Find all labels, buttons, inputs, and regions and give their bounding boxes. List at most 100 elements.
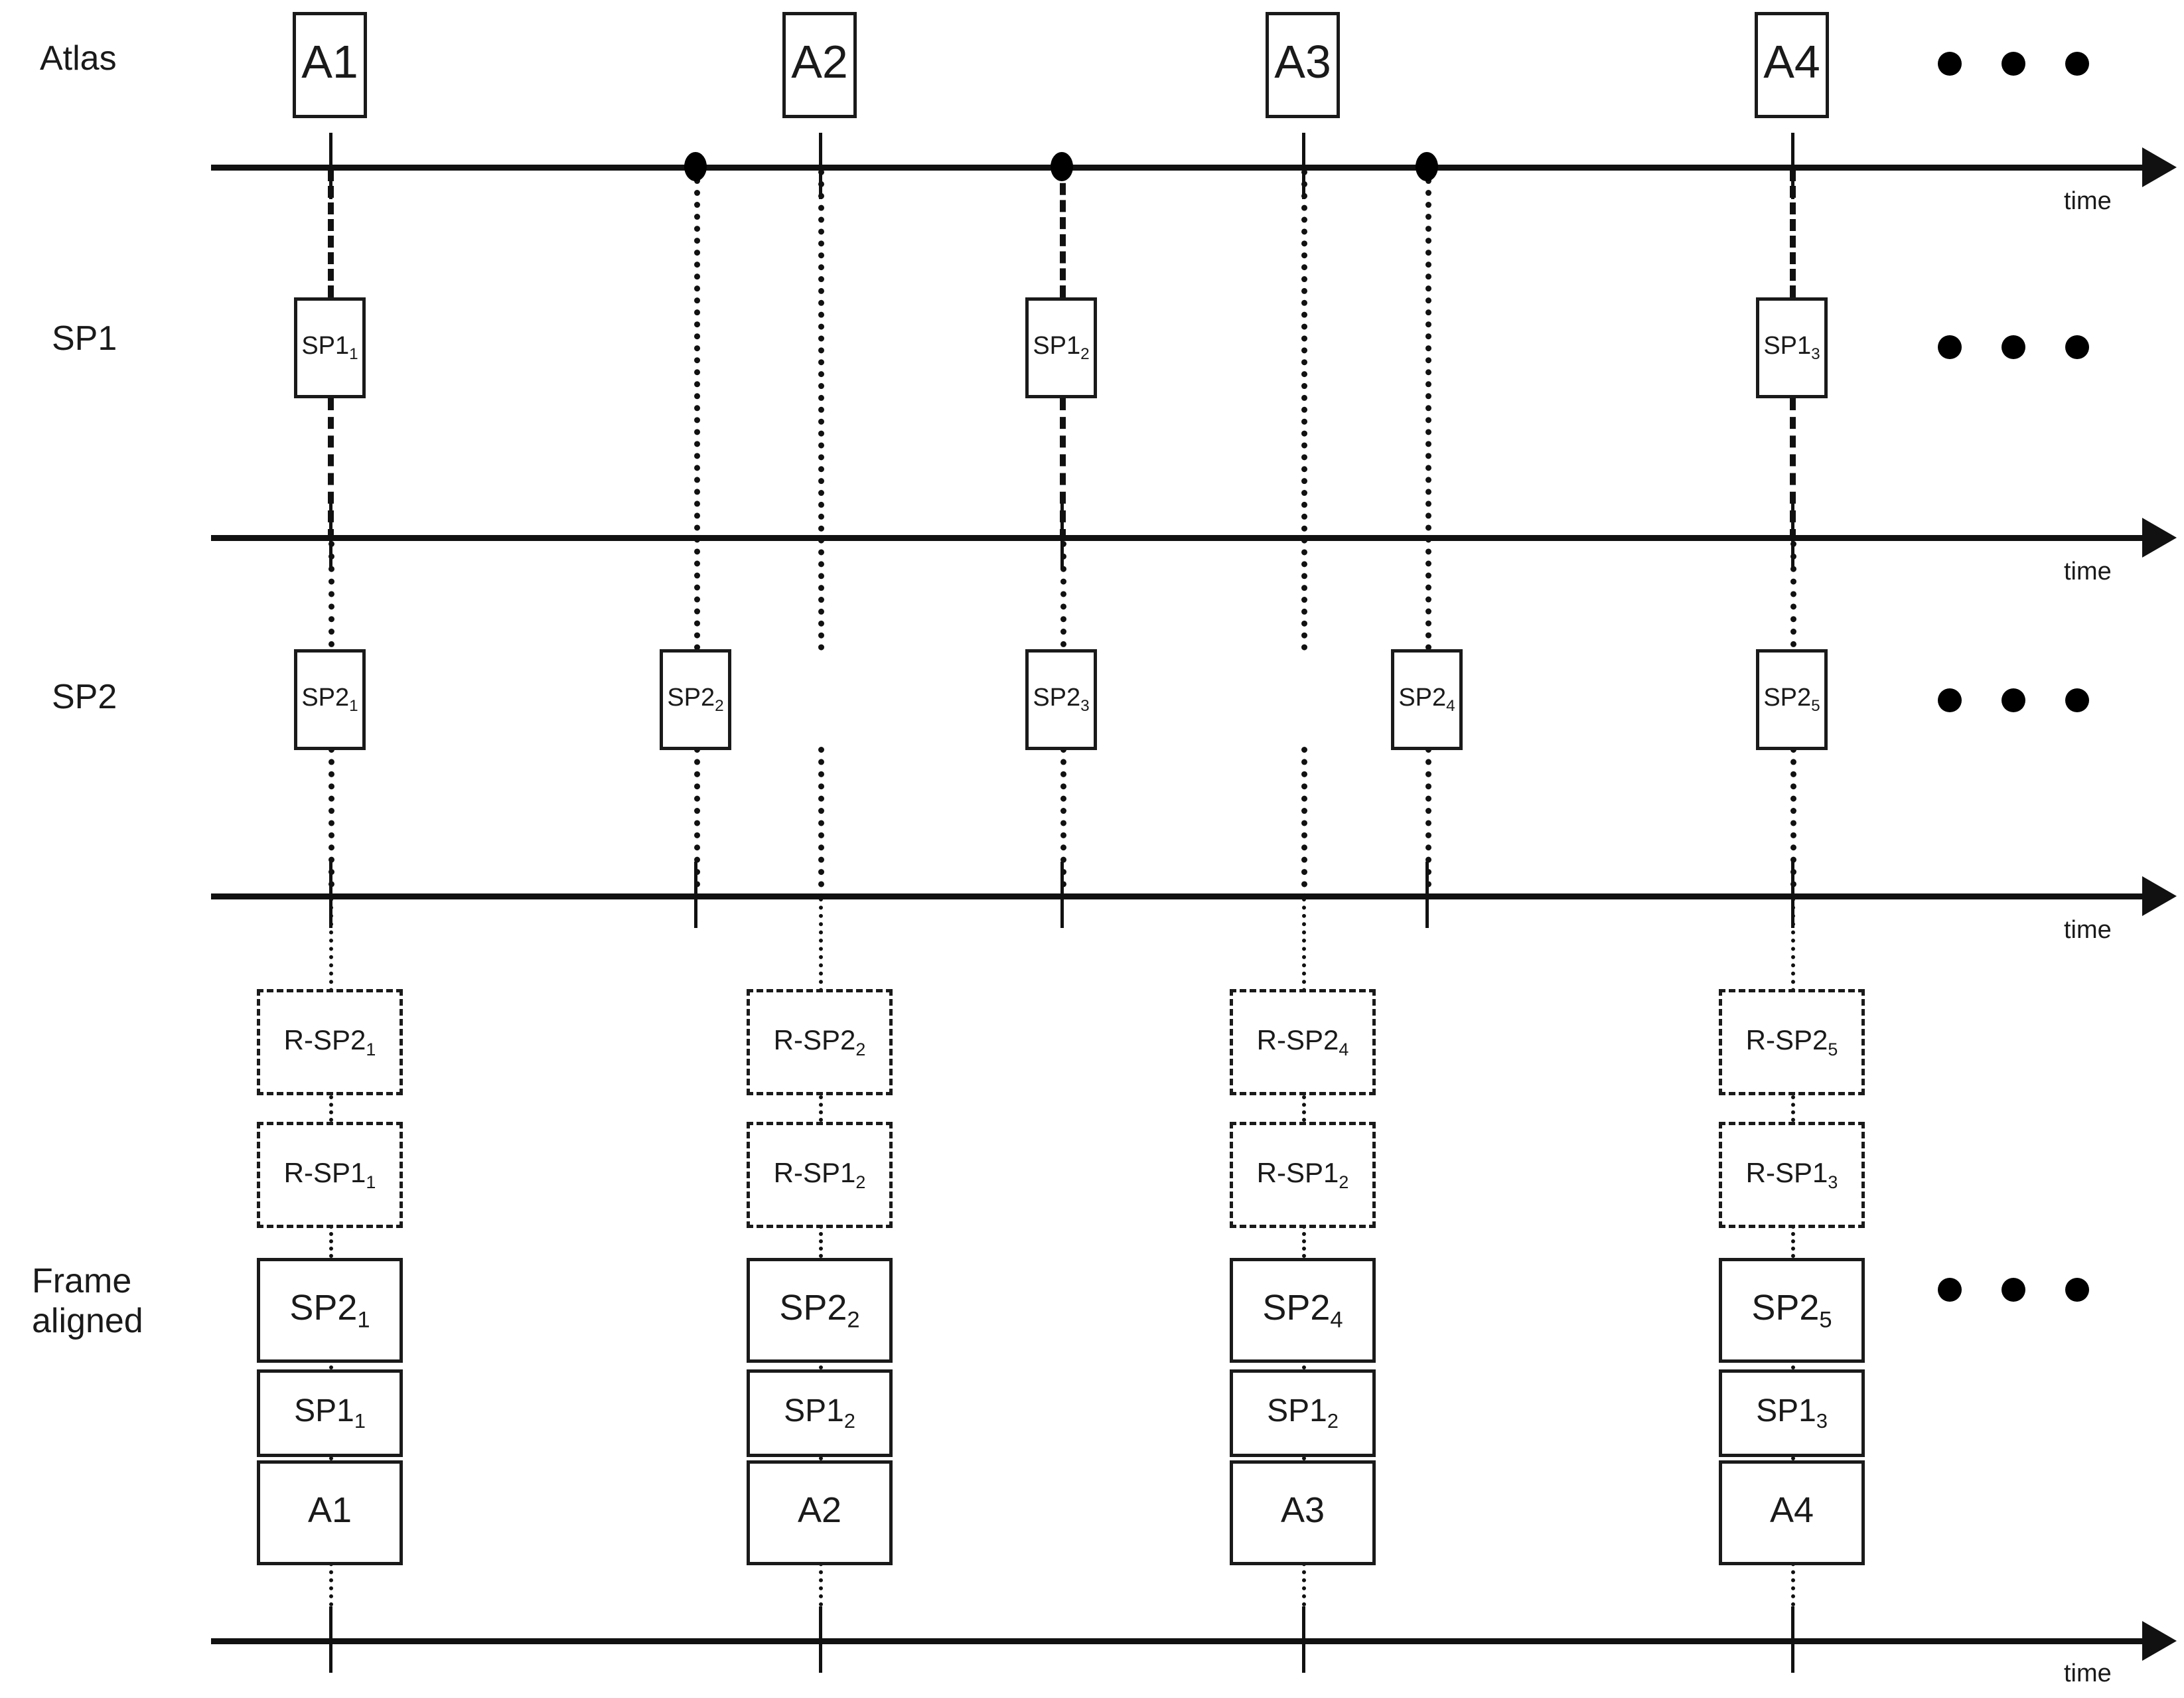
axis-time-label-sp1: time [2064, 558, 2112, 585]
connector-c3-sp2-to-axis [818, 747, 824, 899]
sp2-row-ellipsis [1938, 688, 2089, 712]
connector-c7-sp2axis-to-frame [1791, 897, 1795, 1000]
frame-col4-sp2-label: SP25 [1751, 1288, 1832, 1333]
tick-frame-3 [1302, 1606, 1305, 1673]
ellipsis-dot [2065, 1278, 2089, 1302]
connector-c1-sp1-to-axis [328, 398, 334, 541]
sp2-box-5[interactable]: SP25 [1756, 649, 1828, 750]
atlas-event-dot-3 [1416, 152, 1438, 181]
frame-col3-resampled-sp2-box[interactable]: R-SP24 [1230, 989, 1376, 1095]
connector-c3-sp2axis-to-frame [819, 897, 823, 1000]
frame-col2-sp1-box[interactable]: SP12 [747, 1369, 893, 1457]
axis-atlas [211, 165, 2144, 171]
tick-frame-1 [329, 1606, 332, 1673]
tick-sp1-2 [1060, 503, 1064, 570]
tick-atlas-3 [1302, 133, 1305, 199]
connector-c7-sp2-to-axis [1790, 747, 1796, 899]
sp2-box-3-label: SP23 [1033, 683, 1090, 715]
row-label-frame-aligned: Frame aligned [32, 1262, 143, 1341]
frame-col2-resampled-sp2-label: R-SP22 [773, 1024, 866, 1059]
sp1-box-2-label: SP12 [1033, 331, 1090, 363]
connector-fa3-rsp1-sp2 [1302, 1225, 1306, 1258]
frame-col4-resampled-sp2-box[interactable]: R-SP25 [1719, 989, 1865, 1095]
frame-col1-resampled-sp1-box[interactable]: R-SP11 [257, 1122, 403, 1228]
frame-col3-resampled-sp1-box[interactable]: R-SP12 [1230, 1122, 1376, 1228]
frame-col1-sp2-box[interactable]: SP21 [257, 1258, 403, 1363]
tick-frame-4 [1791, 1606, 1794, 1673]
frame-col3-atlas-box[interactable]: A3 [1230, 1460, 1376, 1565]
frame-col3-sp1-label: SP12 [1267, 1393, 1339, 1433]
connector-c4-sp1-to-axis [1060, 398, 1066, 541]
frame-aligned-row-ellipsis [1938, 1278, 2089, 1302]
atlas-box-1[interactable]: A1 [293, 12, 367, 118]
frame-col1-sp1-box[interactable]: SP11 [257, 1369, 403, 1457]
frame-col2-atlas-box[interactable]: A2 [747, 1460, 893, 1565]
connector-fa1-atlas-to-axis [329, 1530, 333, 1606]
atlas-box-4-label: A4 [1763, 36, 1820, 88]
connector-fa1-rsp1-sp2 [329, 1225, 333, 1258]
sp2-box-4[interactable]: SP24 [1391, 649, 1463, 750]
sp1-box-1[interactable]: SP11 [294, 297, 366, 398]
frame-col4-sp1-box[interactable]: SP13 [1719, 1369, 1865, 1457]
frame-col4-sp1-label: SP13 [1756, 1393, 1828, 1433]
sp2-box-3[interactable]: SP23 [1025, 649, 1097, 750]
frame-col2-sp1-label: SP12 [784, 1393, 855, 1433]
axis-arrow-sp2 [2142, 876, 2177, 916]
frame-col4-sp2-box[interactable]: SP25 [1719, 1258, 1865, 1363]
sp2-box-4-label: SP24 [1398, 683, 1455, 715]
connector-c6-atlasdot-to-sp2 [1425, 166, 1431, 651]
frame-col1-sp1-label: SP11 [294, 1393, 366, 1433]
axis-frame-aligned [211, 1638, 2144, 1644]
frame-col4-atlas-box[interactable]: A4 [1719, 1460, 1865, 1565]
connector-c5-sp2axis-to-frame [1302, 897, 1306, 1000]
frame-col2-resampled-sp2-box[interactable]: R-SP22 [747, 989, 893, 1095]
frame-col1-atlas-label: A1 [307, 1490, 352, 1531]
connector-c4-atlasdot-to-sp1 [1060, 166, 1066, 297]
sp1-box-2[interactable]: SP12 [1025, 297, 1097, 398]
tick-atlas-2 [819, 133, 822, 199]
ellipsis-dot [2002, 52, 2025, 76]
row-label-atlas: Atlas [40, 39, 117, 78]
ellipsis-dot [1938, 688, 1962, 712]
connector-c4-sp1axis-to-sp2 [1060, 541, 1066, 647]
sp2-box-2[interactable]: SP22 [660, 649, 731, 750]
frame-col4-resampled-sp1-box[interactable]: R-SP13 [1719, 1122, 1865, 1228]
atlas-box-2[interactable]: A2 [782, 12, 857, 118]
connector-fa2-atlas-to-axis [819, 1530, 823, 1606]
sp1-box-3-label: SP13 [1763, 331, 1820, 363]
tick-atlas-4 [1791, 133, 1794, 199]
frame-col1-resampled-sp2-box[interactable]: R-SP21 [257, 989, 403, 1095]
sp1-box-3[interactable]: SP13 [1756, 297, 1828, 398]
atlas-box-4[interactable]: A4 [1755, 12, 1829, 118]
connector-c3-atlas-to-sp2 [818, 169, 824, 651]
frame-col1-resampled-sp2-label: R-SP21 [283, 1024, 376, 1059]
atlas-box-1-label: A1 [301, 36, 358, 88]
sp2-box-1[interactable]: SP21 [294, 649, 366, 750]
atlas-row-ellipsis [1938, 52, 2089, 76]
connector-fa3-atlas-to-axis [1302, 1530, 1306, 1606]
frame-col3-sp1-box[interactable]: SP12 [1230, 1369, 1376, 1457]
connector-c1-sp2-to-axis [328, 747, 334, 899]
frame-col2-sp2-box[interactable]: SP22 [747, 1258, 893, 1363]
frame-col1-atlas-box[interactable]: A1 [257, 1460, 403, 1565]
row-label-sp1: SP1 [52, 319, 117, 358]
connector-c1-sp2axis-to-frame [329, 897, 333, 1000]
tick-sp2-1 [329, 862, 332, 928]
tick-sp1-3 [1791, 503, 1794, 570]
axis-sp2 [211, 893, 2144, 899]
connector-c7-sp1-to-axis [1790, 398, 1796, 541]
atlas-box-3[interactable]: A3 [1266, 12, 1340, 118]
atlas-event-dot-1 [684, 152, 707, 181]
tick-frame-2 [819, 1606, 822, 1673]
frame-col3-atlas-label: A3 [1280, 1490, 1325, 1531]
connector-c1-atlas-to-sp1 [328, 169, 334, 297]
tick-sp1-1 [329, 503, 332, 570]
frame-col2-atlas-label: A2 [797, 1490, 842, 1531]
connector-fa4-rsp2-rsp1 [1791, 1095, 1795, 1122]
connector-fa2-rsp2-rsp1 [819, 1095, 823, 1122]
connector-c1-sp1axis-to-sp2 [328, 541, 334, 647]
frame-col2-resampled-sp1-box[interactable]: R-SP12 [747, 1122, 893, 1228]
frame-col3-sp2-box[interactable]: SP24 [1230, 1258, 1376, 1363]
connector-fa1-rsp2-rsp1 [329, 1095, 333, 1122]
connector-c2-sp2-to-axis [694, 747, 700, 899]
